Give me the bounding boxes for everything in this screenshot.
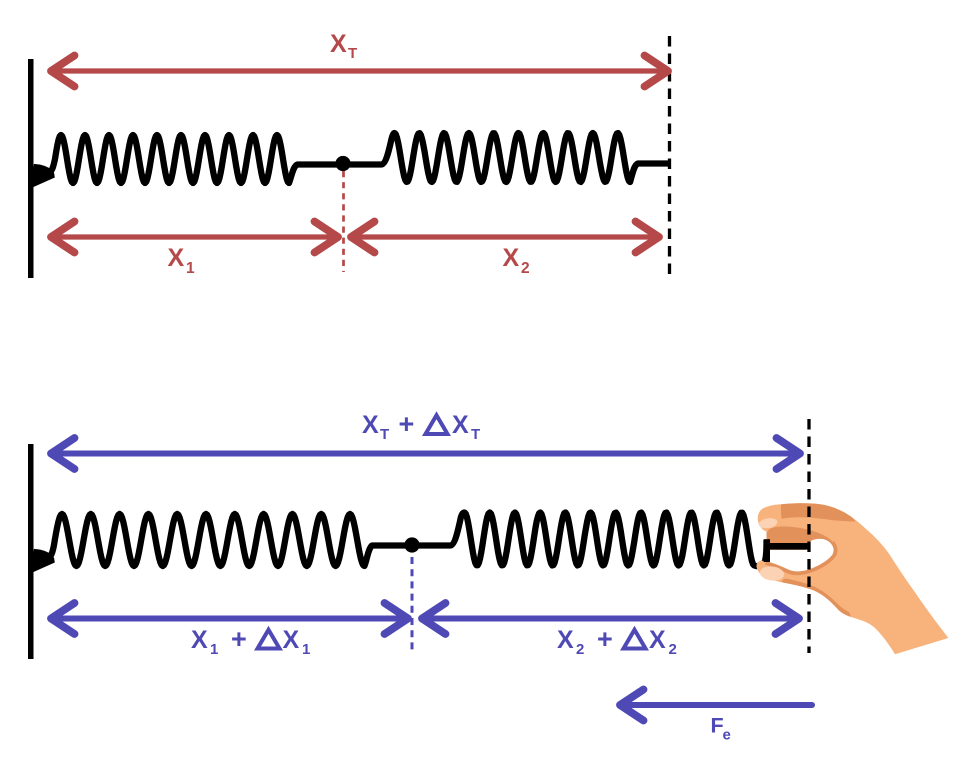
svg-text:T: T [471,426,480,443]
svg-text:2: 2 [521,260,530,277]
svg-text:+: + [399,409,415,439]
svg-text:F: F [711,714,724,738]
svg-text:2: 2 [576,641,584,658]
svg-text:1: 1 [186,260,195,277]
svg-text:X: X [649,626,666,654]
svg-text:X: X [191,626,208,654]
svg-text:X: X [557,626,574,654]
svg-text:+: + [597,624,613,654]
svg-text:2: 2 [669,641,677,658]
svg-text:X: X [503,244,520,272]
svg-text:e: e [723,727,731,744]
svg-text:X: X [283,626,300,654]
svg-text:X: X [330,30,347,58]
svg-text:T: T [380,426,389,443]
svg-text:1: 1 [210,641,218,658]
svg-text:1: 1 [302,641,310,658]
svg-text:+: + [231,624,247,654]
svg-text:X: X [168,244,185,272]
svg-text:T: T [348,45,357,62]
svg-text:X: X [452,411,469,439]
svg-text:X: X [362,411,379,439]
